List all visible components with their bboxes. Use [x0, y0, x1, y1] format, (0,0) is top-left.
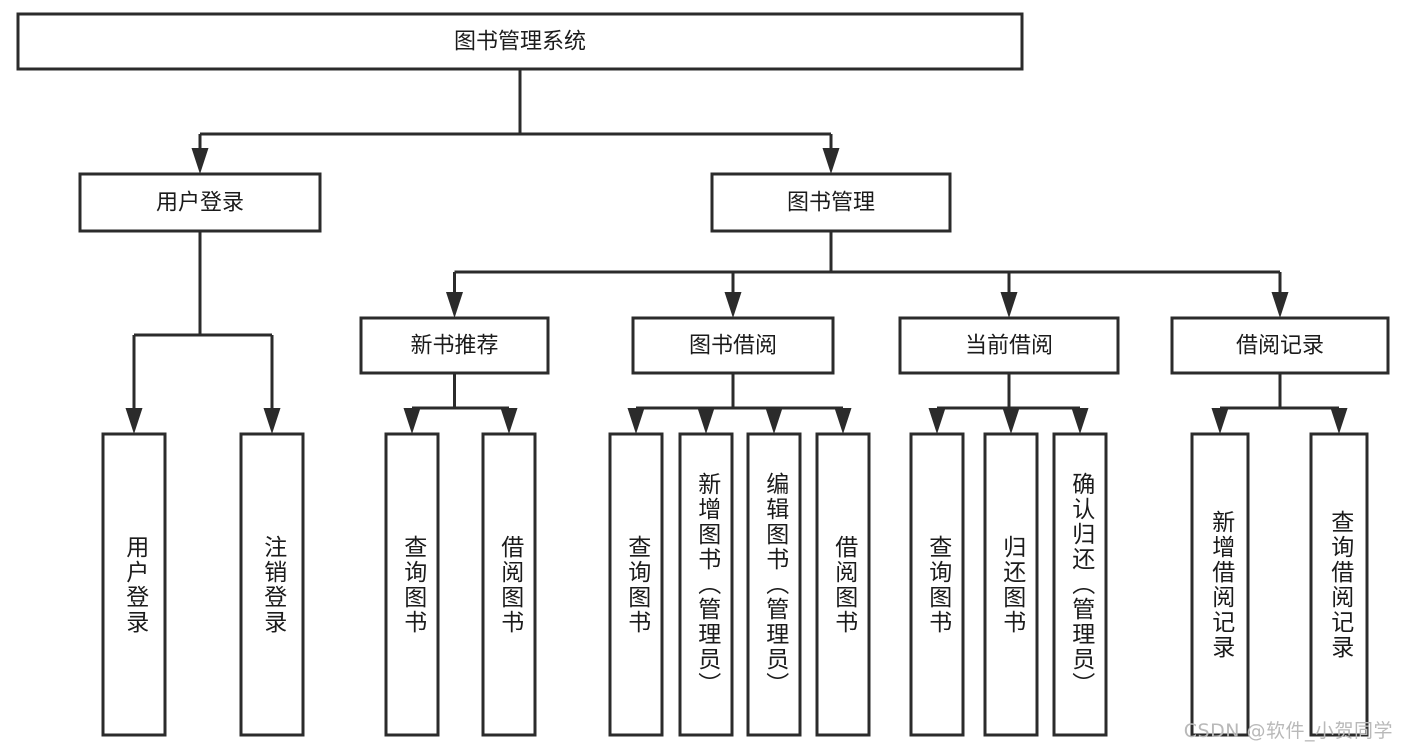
- node-box-return-book[interactable]: [983, 432, 1039, 737]
- level3-arrow-new-book-recommend-head: [446, 292, 463, 318]
- node-box-query-borrow-record[interactable]: [1309, 432, 1369, 737]
- leaf-arrow-borrow-book-1-head: [500, 408, 518, 434]
- node-box-query-book-2[interactable]: [608, 432, 664, 737]
- node-box-borrow-book-2[interactable]: [815, 432, 871, 737]
- node-box-root[interactable]: [16, 12, 1024, 71]
- node-box-new-book-recommend[interactable]: [359, 316, 550, 375]
- leaf-arrow-user-login-leaf-head: [125, 408, 143, 434]
- node-box-borrow-records[interactable]: [1170, 316, 1390, 375]
- node-box-query-book-1[interactable]: [384, 432, 440, 737]
- node-label-root: 图书管理系统: [454, 30, 586, 55]
- leaf-arrow-add-book-admin-head: [697, 408, 715, 434]
- leaf-arrow-return-book-head: [1002, 408, 1020, 434]
- leaf-arrow-edit-book-admin-head: [765, 408, 783, 434]
- leaf-arrow-query-book-2-head: [627, 408, 645, 434]
- level2-arrow-user-login-head: [191, 148, 209, 174]
- node-box-add-borrow-record[interactable]: [1190, 432, 1250, 737]
- node-box-user-login-leaf[interactable]: [101, 432, 167, 737]
- node-box-current-borrow[interactable]: [898, 316, 1120, 375]
- leaf-arrow-add-borrow-record-head: [1211, 408, 1229, 434]
- level2-arrow-book-management-head: [822, 148, 840, 174]
- leaf-arrow-query-borrow-record-head: [1330, 408, 1348, 434]
- node-box-add-book-admin[interactable]: [678, 432, 734, 737]
- node-box-book-management[interactable]: [710, 172, 952, 233]
- node-box-user-logout-leaf[interactable]: [239, 432, 305, 737]
- node-label-new-book-recommend: 新书推荐: [410, 334, 498, 359]
- node-label-current-borrow: 当前借阅: [965, 334, 1053, 359]
- node-boxes-layer: [16, 12, 1390, 737]
- node-box-confirm-return-admin[interactable]: [1052, 432, 1108, 737]
- level3-arrow-book-borrow-head: [724, 292, 742, 318]
- node-label-book-management: 图书管理: [787, 191, 875, 216]
- connectors-layer: [125, 69, 1348, 434]
- csdn-watermark: CSDN @软件_小贺同学: [1183, 720, 1393, 742]
- node-label-borrow-records: 借阅记录: [1236, 334, 1324, 359]
- node-label-user-login: 用户登录: [156, 191, 244, 216]
- node-box-borrow-book-1[interactable]: [481, 432, 537, 737]
- level3-arrow-borrow-records-head: [1271, 292, 1289, 318]
- level3-arrow-current-borrow-head: [1000, 292, 1018, 318]
- leaf-arrow-user-logout-leaf-head: [263, 408, 281, 434]
- node-label-book-borrow: 图书借阅: [689, 334, 777, 359]
- node-box-query-book-3[interactable]: [909, 432, 965, 737]
- leaf-arrow-borrow-book-2-head: [834, 408, 852, 434]
- leaf-arrow-query-book-1-head: [403, 408, 421, 434]
- node-box-book-borrow[interactable]: [631, 316, 835, 375]
- leaf-arrow-confirm-return-admin-head: [1071, 408, 1089, 434]
- node-box-user-login[interactable]: [78, 172, 322, 233]
- node-box-edit-book-admin[interactable]: [746, 432, 802, 737]
- leaf-arrow-query-book-3-head: [928, 408, 946, 434]
